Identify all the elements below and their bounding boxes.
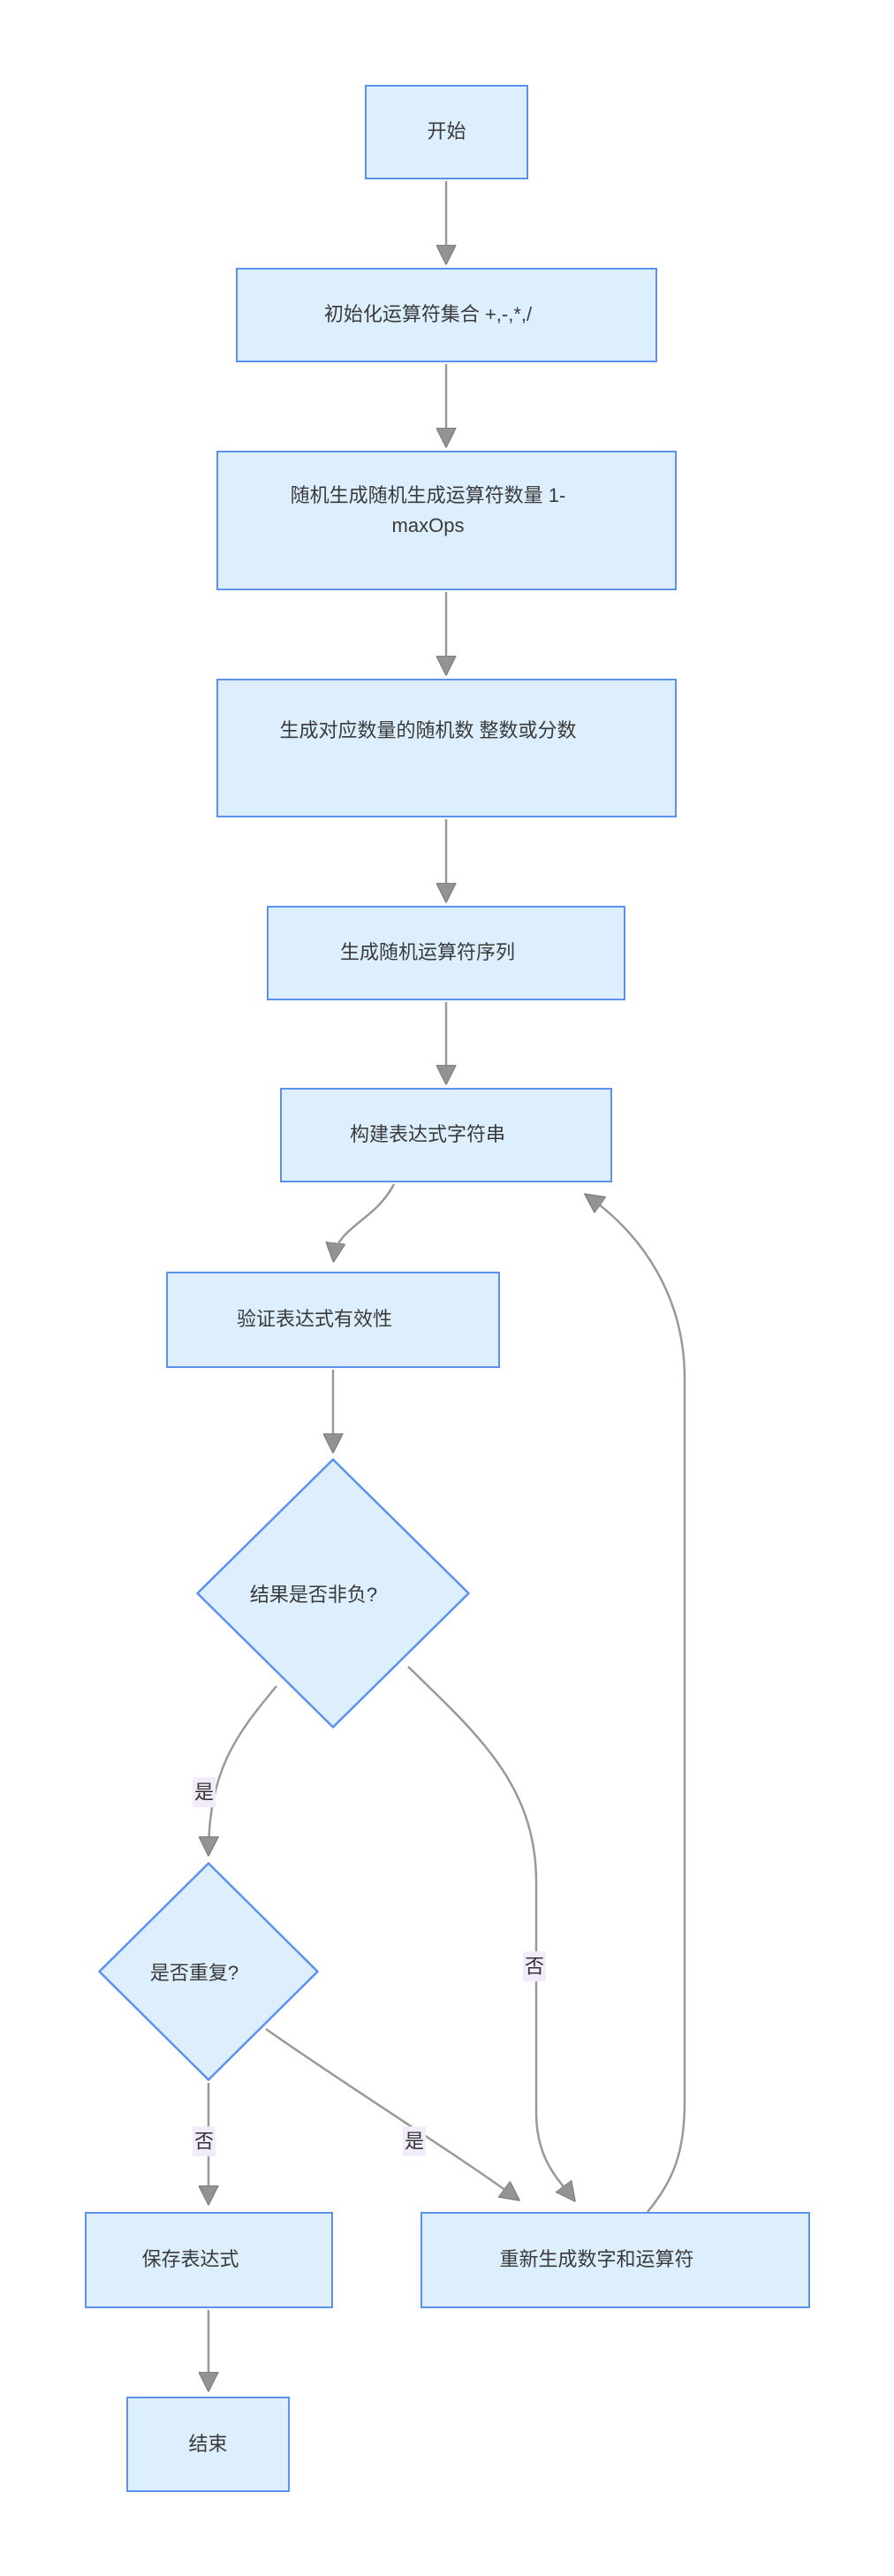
node-save-expression: 保存表达式 — [85, 2212, 333, 2308]
edge-regen-loop-to-build-expr — [588, 1197, 686, 2213]
node-generate-operator-count: 随机生成随机生成运算符数量 1-maxOps — [216, 451, 677, 590]
node-save-expression-label: 保存表达式 — [141, 2248, 239, 2271]
diamond-shape — [196, 1458, 470, 1729]
edge-build-expr-to-validate-expr — [334, 1183, 396, 1258]
node-build-expression-label: 构建表达式字符串 — [349, 1123, 505, 1146]
node-generate-operator-sequence: 生成随机运算符序列 — [267, 906, 625, 1000]
node-decision-duplicate-label: 是否重复? — [149, 1962, 239, 1984]
node-generate-random-numbers: 生成对应数量的随机数 整数或分数 — [216, 679, 677, 817]
node-start: 开始 — [365, 85, 528, 179]
node-init-operators-label: 初始化运算符集合 +,-,*,/ — [323, 303, 533, 326]
node-generate-operator-sequence-label: 生成随机运算符序列 — [339, 941, 515, 964]
edge-label-dup-yes: 是 — [402, 2126, 427, 2156]
node-init-operators: 初始化运算符集合 +,-,*,/ — [236, 268, 657, 362]
node-start-label: 开始 — [427, 120, 466, 143]
node-decision-result-nonnegative: 结果是否非负? — [196, 1458, 470, 1729]
node-validate-expression-label: 验证表达式有效性 — [236, 1308, 392, 1331]
node-generate-operator-count-label: 随机生成随机生成运算符数量 1-maxOps — [290, 484, 566, 537]
node-decision-result-nonnegative-label: 结果是否非负? — [249, 1584, 378, 1606]
edge-check-dup-yes-to-regen — [265, 2027, 516, 2198]
edge-label-dup-no: 否 — [192, 2126, 216, 2156]
edge-check-nonneg-no-to-regen — [407, 1666, 572, 2198]
node-end-label: 结束 — [188, 2432, 228, 2455]
edge-check-nonneg-yes-to-check-dup — [208, 1685, 277, 1851]
node-decision-duplicate: 是否重复? — [98, 1862, 319, 2081]
edge-label-nonneg-yes: 是 — [192, 1777, 216, 1807]
node-build-expression: 构建表达式字符串 — [280, 1088, 612, 1182]
node-generate-random-numbers-label: 生成对应数量的随机数 整数或分数 — [279, 719, 577, 741]
node-regenerate: 重新生成数字和运算符 — [420, 2212, 810, 2308]
edge-label-nonneg-no: 否 — [522, 1951, 547, 1981]
node-end: 结束 — [126, 2397, 290, 2492]
diamond-shape — [98, 1862, 319, 2081]
node-validate-expression: 验证表达式有效性 — [166, 1272, 500, 1368]
node-regenerate-label: 重新生成数字和运算符 — [499, 2248, 694, 2271]
